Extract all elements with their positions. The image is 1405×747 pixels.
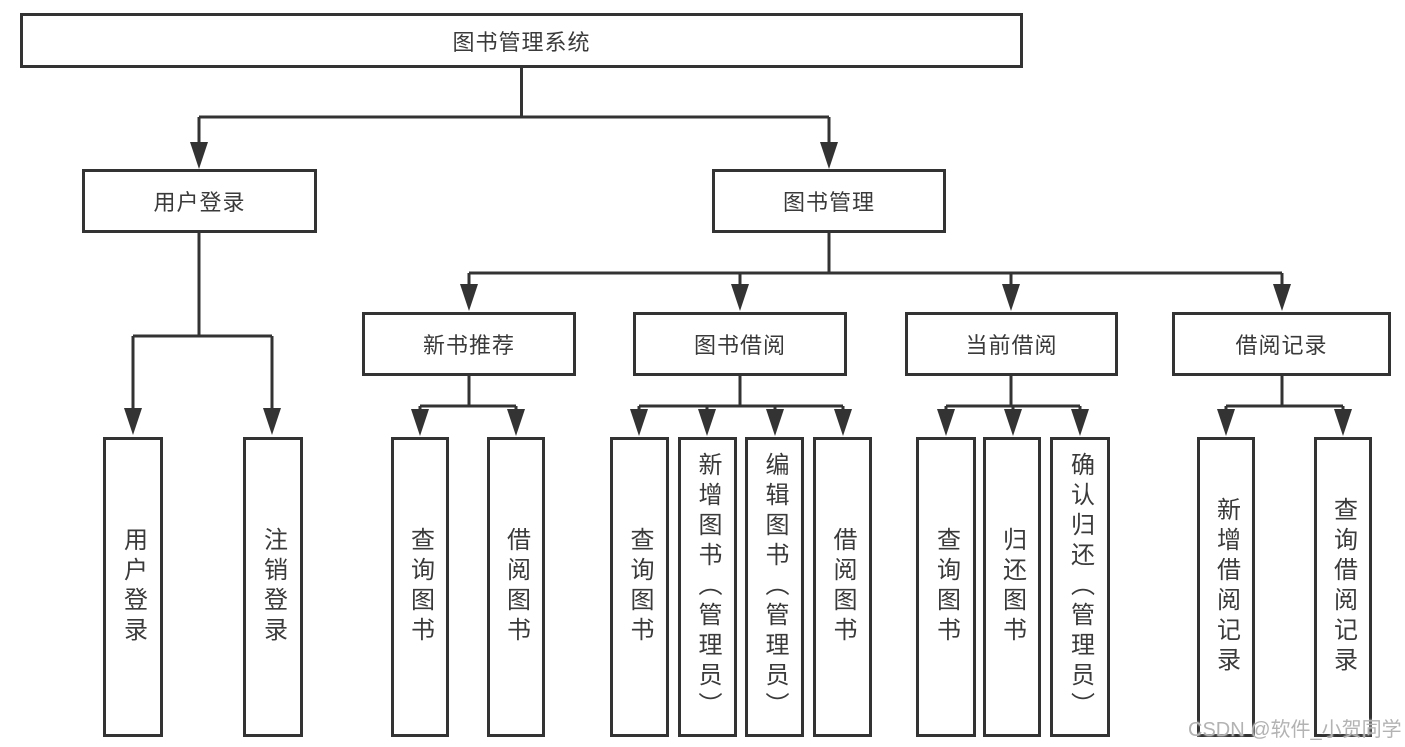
node-label: 查询借阅记录 — [1329, 497, 1357, 677]
node-user-login: 用户登录 — [82, 169, 317, 233]
node-root-library-system: 图书管理系统 — [20, 13, 1023, 68]
node-current-borrow: 当前借阅 — [905, 312, 1118, 376]
connector-line — [467, 233, 1284, 288]
arrowhead — [820, 142, 838, 169]
leaf-confirm-return-admin: 确认归还（管理员） — [1050, 437, 1110, 737]
node-label: 用户登录 — [153, 190, 246, 215]
leaf-logout: 注销登录 — [243, 437, 303, 737]
leaf-edit-books-admin: 编辑图书（管理员） — [745, 437, 804, 737]
connector-current-borrow-children — [937, 376, 1089, 436]
arrowhead — [937, 409, 955, 436]
node-label: 编辑图书（管理员） — [761, 452, 788, 722]
arrowhead — [834, 409, 852, 436]
leaf-query-books-current: 查询图书 — [916, 437, 976, 737]
connector-line — [131, 233, 274, 410]
leaf-add-books-admin: 新增图书（管理员） — [678, 437, 737, 737]
connector-line — [1224, 376, 1345, 412]
node-label: 图书借阅 — [693, 333, 786, 358]
node-label: 查询图书 — [626, 527, 653, 647]
node-label: 归还图书 — [998, 527, 1026, 647]
node-label: 借阅图书 — [502, 527, 530, 647]
node-label: 新书推荐 — [422, 333, 515, 358]
connector-new-book-recommend-children — [411, 376, 525, 436]
arrowhead — [698, 409, 716, 436]
leaf-return-books: 归还图书 — [983, 437, 1041, 737]
node-book-borrow: 图书借阅 — [633, 312, 847, 376]
node-label: 借阅图书 — [829, 527, 856, 647]
arrowhead — [1334, 409, 1352, 436]
arrowhead — [507, 409, 525, 436]
node-label: 确认归还（管理员） — [1066, 452, 1094, 722]
node-label: 用户登录 — [119, 527, 147, 647]
connector-user-login-children — [124, 233, 281, 435]
node-label: 新增图书（管理员） — [694, 452, 721, 722]
node-book-management: 图书管理 — [712, 169, 946, 233]
connector-line — [418, 376, 518, 412]
arrowhead — [731, 284, 749, 311]
arrowhead — [1004, 409, 1022, 436]
leaf-user-login: 用户登录 — [103, 437, 163, 737]
connector-book-management-children — [460, 233, 1291, 311]
node-borrow-records: 借阅记录 — [1172, 312, 1391, 376]
connector-line — [637, 376, 845, 412]
node-label: 查询图书 — [406, 527, 434, 647]
connector-line — [197, 68, 831, 144]
node-label: 当前借阅 — [965, 333, 1058, 358]
arrowhead — [190, 142, 208, 169]
arrowhead — [630, 409, 648, 436]
connector-borrow-records-children — [1217, 376, 1352, 436]
arrowhead — [766, 409, 784, 436]
node-label: 查询图书 — [932, 527, 960, 647]
arrowhead — [1273, 284, 1291, 311]
node-label: 注销登录 — [259, 527, 287, 647]
node-label: 图书管理系统 — [452, 29, 591, 55]
arrowhead — [263, 408, 281, 435]
arrowhead — [411, 409, 429, 436]
node-new-book-recommend: 新书推荐 — [362, 312, 576, 376]
leaf-query-borrow-record: 查询借阅记录 — [1314, 437, 1372, 737]
arrowhead — [1002, 284, 1020, 311]
node-label: 图书管理 — [782, 190, 875, 215]
leaf-borrow-books-recommend: 借阅图书 — [487, 437, 545, 737]
arrowhead — [460, 284, 478, 311]
leaf-query-books-borrow: 查询图书 — [610, 437, 669, 737]
connector-line — [944, 376, 1082, 412]
arrowhead — [124, 408, 142, 435]
node-label: 新增借阅记录 — [1212, 497, 1240, 677]
connector-root-to-level2 — [190, 68, 838, 169]
arrowhead — [1071, 409, 1089, 436]
connector-book-borrow-children — [630, 376, 852, 436]
leaf-add-borrow-record: 新增借阅记录 — [1197, 437, 1255, 737]
leaf-query-books-recommend: 查询图书 — [391, 437, 449, 737]
node-label: 借阅记录 — [1235, 333, 1328, 358]
leaf-borrow-books: 借阅图书 — [813, 437, 872, 737]
watermark: CSDN @软件_小贺同学 — [1188, 719, 1402, 741]
arrowhead — [1217, 409, 1235, 436]
